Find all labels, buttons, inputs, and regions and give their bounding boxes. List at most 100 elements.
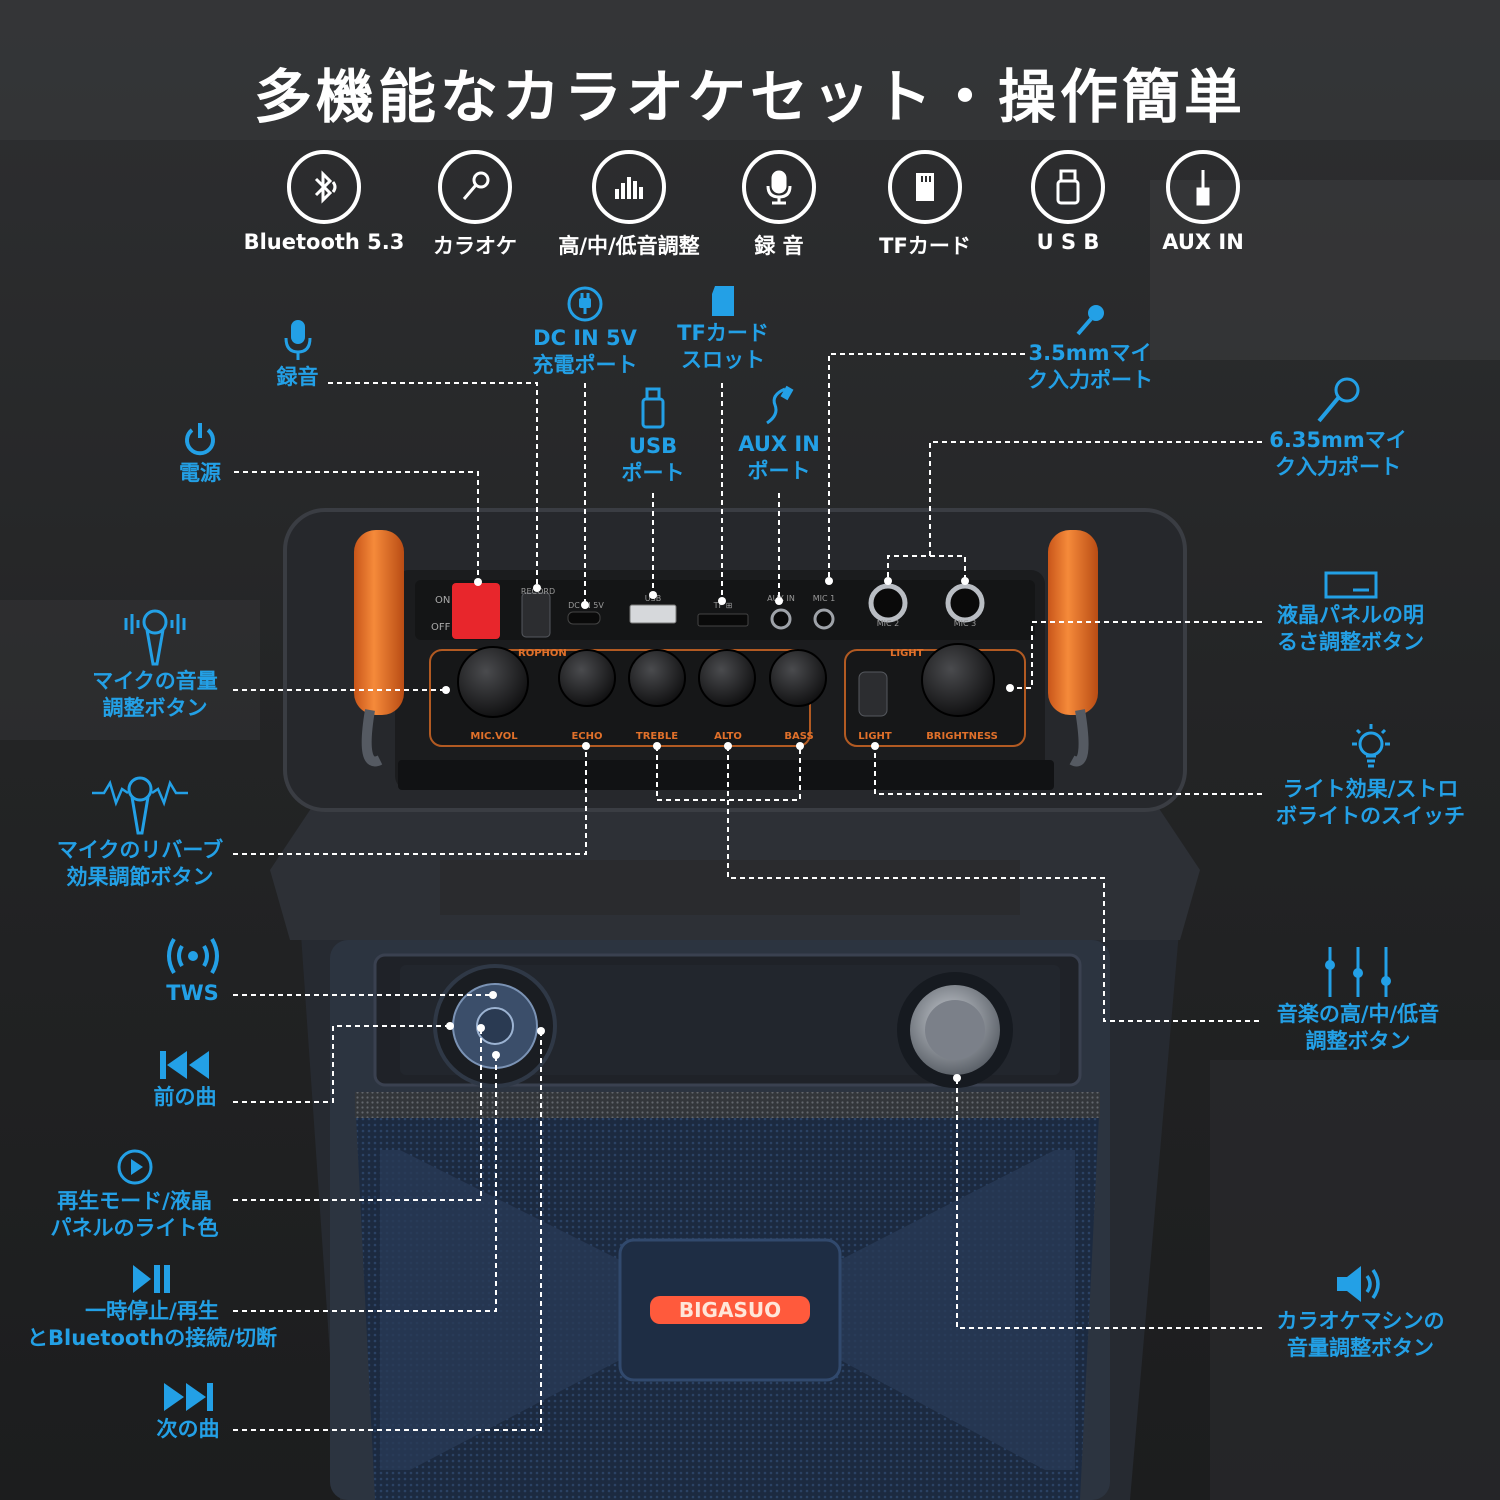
power-plug-icon — [567, 286, 603, 322]
callout-label: 液晶パネルの明 — [1277, 603, 1424, 627]
callout-label: るさ調整ボタン — [1277, 630, 1424, 654]
callout-label: ポート — [747, 459, 811, 483]
callout-mic-6-35mm: 6.35mmマイ ク入力ポート — [1268, 375, 1408, 481]
feature-label: 録 音 — [754, 234, 804, 258]
knob-label-mic-vol: MIC.VOL — [470, 731, 518, 742]
microphone-icon — [438, 150, 512, 224]
callout-previous-track: 前の曲 — [145, 1048, 225, 1111]
bluetooth-icon — [287, 150, 361, 224]
page-title: 多機能なカラオケセット・操作簡単 — [253, 63, 1246, 131]
callout-label: 充電ポート — [532, 353, 638, 377]
feature-label: TFカード — [879, 234, 971, 258]
callout-label: 音量調整ボタン — [1287, 1336, 1434, 1360]
callout-pause-play: 一時停止/再生 とBluetoothの接続/切断 — [22, 1262, 282, 1352]
callout-mic-volume: マイクの音量 調整ボタン — [85, 608, 225, 722]
microphone-sound-icon — [124, 609, 186, 666]
callout-mic-reverb: マイクのリバーブ 効果調節ボタン — [45, 775, 235, 891]
feature-karaoke: カラオケ — [390, 150, 560, 260]
callout-record: 録音 — [265, 318, 330, 391]
callout-label: DC IN 5V — [533, 326, 637, 350]
light-bulb-icon — [1351, 724, 1390, 768]
feature-label: カラオケ — [433, 234, 517, 258]
panel-label-tf: TF ⊞ — [713, 601, 733, 610]
callout-usb-port: USB ポート — [613, 387, 693, 487]
panel-label-section-mic: ROPHON — [518, 648, 567, 659]
callout-play-mode: 再生モード/液晶 パネルのライト色 — [42, 1148, 227, 1242]
callout-label: マイクのリバーブ — [56, 838, 224, 862]
callout-label: 前の曲 — [153, 1085, 217, 1109]
feature-bluetooth: Bluetooth 5.3 — [239, 150, 409, 254]
callout-master-volume: カラオケマシンの 音量調整ボタン — [1268, 1262, 1453, 1362]
equalizer-icon — [592, 150, 666, 224]
previous-track-icon — [160, 1051, 209, 1079]
speaker-volume-icon — [1336, 1266, 1380, 1302]
panel-label-on: ON — [435, 595, 450, 606]
feature-aux-in: AUX IN — [1118, 150, 1288, 254]
callout-label: 3.5mmマイ — [1028, 341, 1152, 365]
callout-light-effect: ライト効果/ストロ ボライトのスイッチ — [1268, 722, 1473, 830]
callout-label: マイクの音量 — [92, 669, 218, 693]
microphone-icon — [284, 320, 311, 360]
display-panel-icon — [1324, 571, 1377, 599]
aux-jack-icon — [1166, 150, 1240, 224]
feature-label: AUX IN — [1162, 230, 1244, 254]
callout-label: 効果調節ボタン — [66, 865, 214, 889]
callout-mic-3-5mm: 3.5mmマイ ク入力ポート — [1020, 302, 1160, 394]
callout-label: 電源 — [179, 461, 221, 485]
play-circle-icon — [117, 1149, 152, 1185]
record-mic-icon — [742, 150, 816, 224]
aux-cable-icon — [766, 385, 794, 425]
callout-label: 調整ボタン — [102, 696, 208, 720]
callout-label: ポート — [621, 461, 685, 485]
feature-record: 録 音 — [694, 150, 864, 260]
callout-tws: TWS — [160, 934, 225, 1007]
light-switch-label: LIGHT — [858, 731, 892, 742]
callout-tf-slot: TFカード スロット — [668, 284, 778, 374]
callout-label: 調整ボタン — [1305, 1029, 1411, 1053]
brand-logo: BIGASUO — [679, 1298, 781, 1322]
knob-label-echo: ECHO — [571, 731, 602, 742]
callout-lcd-brightness: 液晶パネルの明 るさ調整ボタン — [1268, 570, 1433, 656]
callout-label: 録音 — [276, 365, 319, 389]
panel-label-mic2: MIC 2 — [877, 619, 899, 628]
callout-label: 6.35mmマイ — [1269, 428, 1407, 452]
wireless-broadcast-icon — [166, 937, 219, 975]
feature-label: U S B — [1036, 230, 1100, 254]
callout-label: ク入力ポート — [1275, 455, 1401, 479]
callout-label: 音楽の高/中/低音 — [1276, 1002, 1440, 1026]
callout-label: USB — [628, 434, 678, 458]
usb-icon — [641, 387, 665, 429]
callout-label: パネルのライト色 — [50, 1216, 219, 1240]
callout-label: スロット — [681, 348, 765, 372]
microphone-icon — [1317, 377, 1360, 423]
callout-label: 再生モード/液晶 — [57, 1189, 212, 1213]
feature-tf-card: TFカード — [840, 150, 1010, 260]
sd-card-icon — [712, 286, 734, 316]
panel-label-off: OFF — [431, 622, 451, 633]
play-pause-icon — [133, 1265, 170, 1293]
knob-label-treble: TREBLE — [636, 731, 678, 742]
callout-label: カラオケマシンの — [1276, 1309, 1445, 1333]
sd-card-icon — [888, 150, 962, 224]
callout-next-track: 次の曲 — [148, 1380, 228, 1443]
callout-label: とBluetoothの接続/切断 — [27, 1326, 277, 1350]
feature-usb: U S B — [983, 150, 1153, 254]
sliders-icon — [1325, 947, 1391, 997]
callout-power: 電源 — [165, 420, 235, 487]
microphone-wave-icon — [92, 776, 188, 835]
panel-label-section-light: LIGHT — [890, 648, 924, 659]
feature-equalizer: 高/中/低音調整 — [544, 150, 714, 260]
callout-label: TWS — [166, 981, 219, 1005]
usb-icon — [1031, 150, 1105, 224]
callout-label: ボライトのスイッチ — [1276, 804, 1465, 828]
callout-label: TFカード — [677, 321, 769, 345]
knob-label-bass: BASS — [784, 731, 813, 742]
brightness-knob-label: BRIGHTNESS — [926, 731, 998, 742]
callout-music-eq: 音楽の高/中/低音 調整ボタン — [1268, 945, 1448, 1055]
callout-label: 次の曲 — [156, 1417, 220, 1441]
feature-label: 高/中/低音調整 — [558, 234, 700, 258]
callout-aux-in: AUX IN ポート — [734, 385, 824, 485]
callout-label: ク入力ポート — [1027, 368, 1153, 392]
